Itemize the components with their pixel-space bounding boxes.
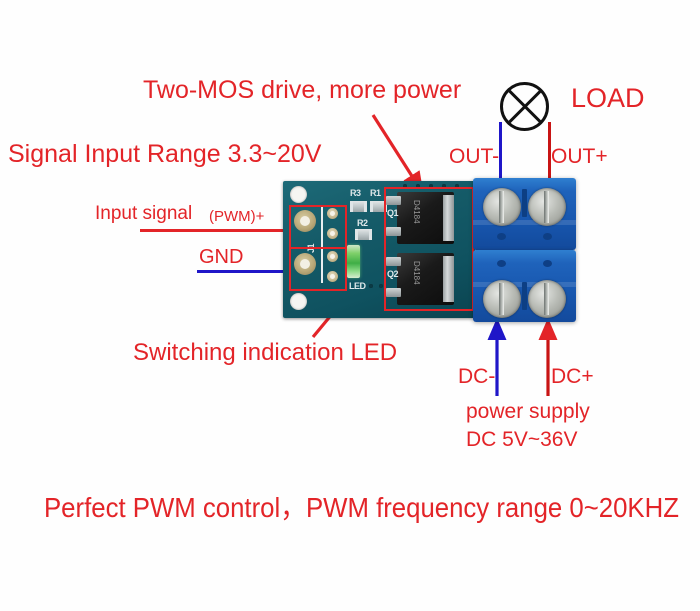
screw-dc-minus: [483, 280, 521, 318]
label-out-plus: OUT+: [551, 145, 608, 168]
pad-gnd-small-a: [327, 251, 338, 262]
pad-gnd-small-b: [327, 271, 338, 282]
mosfet-q1-lead-2: [386, 227, 401, 236]
terminal-notch-top-a: [497, 233, 506, 240]
label-out-minus: OUT-: [449, 145, 500, 168]
pad-gnd-large: [294, 253, 316, 275]
wire-out-minus: [499, 122, 502, 185]
terminal-slot-top: [522, 189, 527, 217]
silk-label-led: LED: [349, 281, 366, 291]
via-4: [442, 184, 446, 188]
mosfet-q2-tab: [443, 256, 454, 302]
label-gnd: GND: [199, 246, 244, 268]
pad-signal-plus-small-a: [327, 208, 338, 219]
label-switching-indication-led: Switching indication LED: [133, 339, 398, 366]
terminal-notch-bottom-a: [497, 260, 506, 267]
mosfet-q2-lead-2: [386, 288, 401, 297]
output-terminal-block: [473, 178, 576, 250]
label-dc-plus: DC+: [551, 365, 594, 388]
via-6: [369, 284, 373, 288]
pcb-board: J1 R3 R1 R2 LED D4184 Q1 D4184 Q2: [283, 181, 475, 318]
arrow-two-mos: [371, 114, 424, 195]
silk-label-r2: R2: [357, 218, 368, 228]
highlight-signal-plus-pads: [289, 205, 347, 249]
mosfet-q2: D4184: [397, 253, 454, 305]
label-load: LOAD: [571, 83, 645, 113]
terminal-notch-bottom-b: [543, 260, 552, 267]
mosfet-q2-lead-1: [386, 257, 401, 266]
label-two-mos-drive: Two-MOS drive, more power: [143, 76, 462, 104]
silk-label-q2: Q2: [387, 269, 399, 279]
mosfet-q1: D4184: [397, 192, 454, 244]
via-7: [379, 284, 383, 288]
mosfet-q1-tab: [443, 195, 454, 241]
terminal-notch-top-b: [543, 233, 552, 240]
via-3: [429, 184, 433, 188]
silk-label-q1: Q1: [387, 208, 399, 218]
caption-pwm-control: Perfect PWM control，PWM frequency range …: [44, 492, 679, 523]
screw-out-plus: [528, 188, 566, 226]
silk-divider-vertical: [321, 207, 323, 283]
label-dc-voltage-range: DC 5V~36V: [466, 428, 578, 451]
screw-out-minus: [483, 188, 521, 226]
wire-out-plus: [548, 122, 551, 186]
indicator-led: [347, 245, 360, 278]
lamp-cross-circle-icon: [500, 82, 549, 131]
via-5: [455, 184, 459, 188]
label-input-signal-pwm: (PWM)+: [209, 208, 265, 225]
leader-line-gnd: [197, 270, 301, 273]
screw-dc-plus: [528, 280, 566, 318]
highlight-gnd-pads: [289, 247, 347, 291]
label-input-signal: Input signal: [95, 203, 193, 224]
leader-line-input-signal: [140, 229, 301, 232]
pad-signal-plus-large: [294, 210, 316, 232]
silk-label-r1: R1: [370, 188, 381, 198]
resistor-r2: [355, 229, 372, 240]
mosfet-q1-lead-1: [386, 196, 401, 205]
via-2: [416, 184, 420, 188]
silk-label-r3: R3: [350, 188, 361, 198]
label-power-supply: power supply: [466, 400, 590, 423]
power-terminal-block: [473, 250, 576, 322]
highlight-mosfets: [384, 187, 474, 311]
mounting-hole-bottom-left: [290, 293, 307, 310]
terminal-slot-bottom: [522, 282, 527, 310]
mounting-hole-top-left: [290, 186, 307, 203]
via-1: [403, 184, 407, 188]
label-dc-minus: DC-: [458, 365, 496, 388]
label-signal-input-range: Signal Input Range 3.3~20V: [8, 140, 322, 168]
resistor-r3: [350, 201, 367, 212]
terminal-top-ridge: [473, 220, 576, 225]
pad-signal-plus-small-b: [327, 228, 338, 239]
